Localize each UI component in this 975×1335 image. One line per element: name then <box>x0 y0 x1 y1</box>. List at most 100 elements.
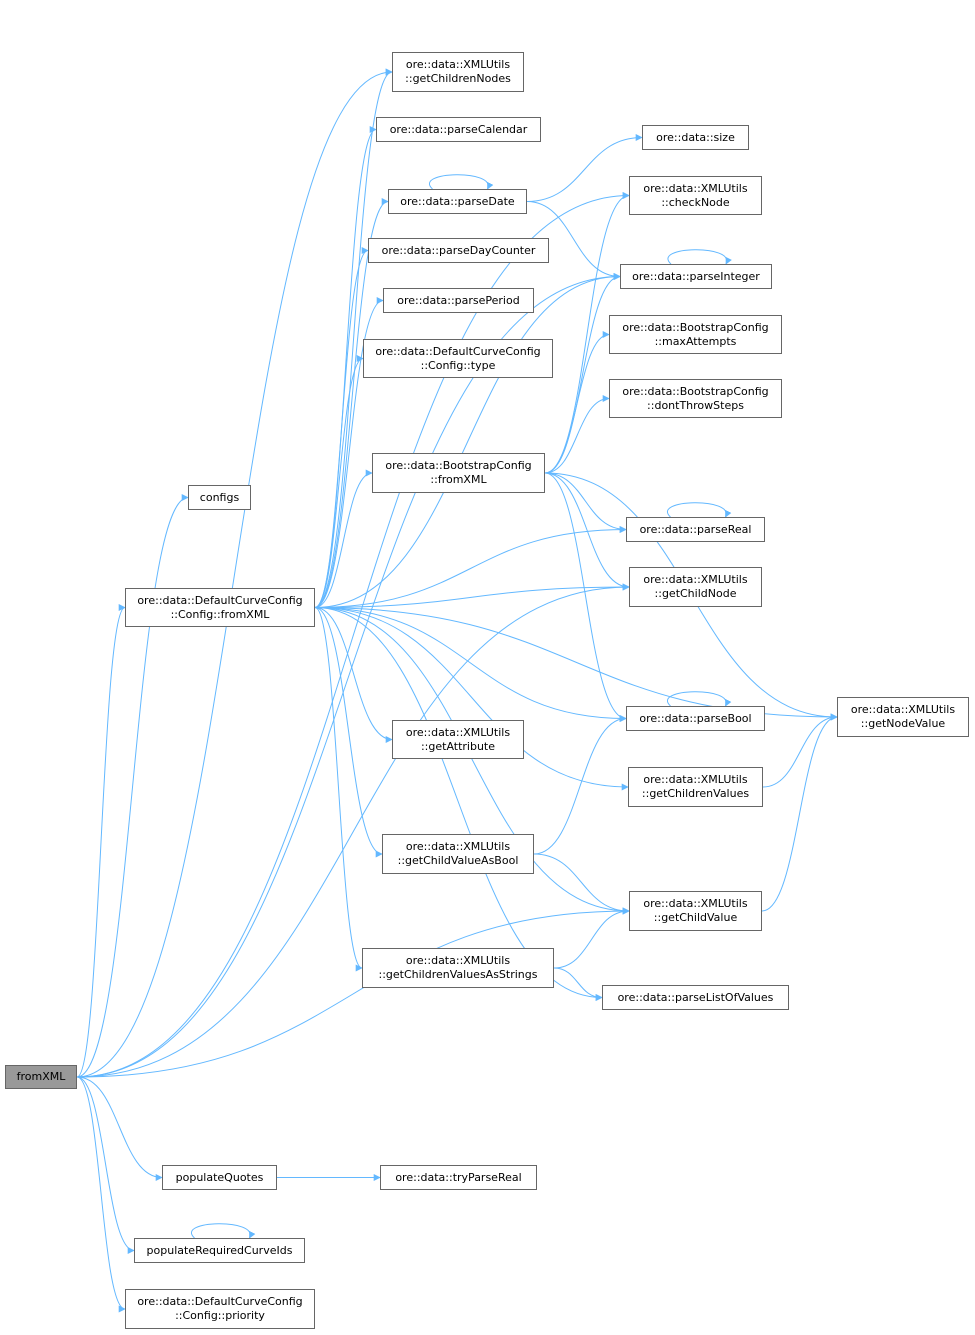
edge-dccFromXML-to-getChildValueAsBool <box>314 607 383 858</box>
edge-root-to-configs <box>76 494 189 1078</box>
edge-dccFromXML-to-parseInteger <box>314 273 621 608</box>
edge-dccFromXML-to-getAttribute <box>314 607 393 743</box>
node-get-children-nodes[interactable]: ore::data::XMLUtils::getChildrenNodes <box>392 52 524 92</box>
edge-bsFromXML-to-dontThrowSteps <box>544 395 610 474</box>
node-bs-from-x-m-l[interactable]: ore::data::BootstrapConfig::fromXML <box>372 453 545 493</box>
node-parse-real[interactable]: ore::data::parseReal <box>626 517 765 542</box>
edge-root-to-populateQuotes <box>76 1076 163 1181</box>
node-check-node[interactable]: ore::data::XMLUtils::checkNode <box>629 176 762 215</box>
node-max-attempts[interactable]: ore::data::BootstrapConfig::maxAttempts <box>609 315 782 354</box>
node-label: ::getChildrenValuesAsStrings <box>378 968 538 981</box>
node-label: ore::data::parseBool <box>639 711 752 725</box>
edge-dccFromXML-to-getChildrenValuesAsStrings <box>314 607 363 972</box>
node-label: ore::data::XMLUtils <box>643 573 748 586</box>
node-parse-integer[interactable]: ore::data::parseInteger <box>620 264 772 289</box>
node-label: ore::data::parseReal <box>639 522 752 536</box>
node-get-child-value-as-bool[interactable]: ore::data::XMLUtils::getChildValueAsBool <box>382 834 534 874</box>
node-label: ::Config::priority <box>175 1309 265 1322</box>
node-label: ::getChildValueAsBool <box>397 854 519 867</box>
node-label: ::getChildNode <box>654 587 737 600</box>
edge-dccFromXML-to-getChildrenNodes <box>314 68 393 608</box>
node-label: ore::data::parsePeriod <box>397 293 520 307</box>
edge-root-to-parseInteger <box>76 273 621 1078</box>
node-label: ::fromXML <box>430 473 487 486</box>
node-label: ::getAttribute <box>420 739 496 753</box>
node-dcc-from-x-m-l[interactable]: ore::data::DefaultCurveConfig::Config::f… <box>125 588 315 627</box>
node-label: ore::data::XMLUtils <box>643 897 748 910</box>
node-label: populateQuotes <box>175 1170 264 1184</box>
node-label: ::checkNode <box>661 195 730 209</box>
node-parse-list-of-values[interactable]: ore::data::parseListOfValues <box>602 985 789 1010</box>
edge-getChildrenValuesAsStrings-to-parseListOfValues <box>553 967 603 1001</box>
edge-getChildValue-to-getNodeValue <box>761 713 838 912</box>
node-label: ore::data::DefaultCurveConfig <box>137 593 303 607</box>
node-try-parse-real[interactable]: ore::data::tryParseReal <box>380 1165 537 1190</box>
edge-populateRequiredCurveIds-to-populateRequiredCurveIds <box>191 1223 256 1239</box>
edge-dccFromXML-to-parseBool <box>314 607 627 722</box>
node-size[interactable]: ore::data::size <box>642 125 749 150</box>
node-label: ore::data::parseInteger <box>632 269 760 283</box>
edge-root-to-populateRequiredCurveIds <box>76 1076 135 1254</box>
node-get-node-value[interactable]: ore::data::XMLUtils::getNodeValue <box>837 697 969 737</box>
node-label: ore::data::BootstrapConfig <box>622 320 769 334</box>
node-root[interactable]: fromXML <box>5 1065 77 1089</box>
node-get-child-node[interactable]: ore::data::XMLUtils::getChildNode <box>629 567 762 607</box>
edge-dccFromXML-to-bsFromXML <box>314 469 373 608</box>
node-parse-date[interactable]: ore::data::parseDate <box>388 189 527 214</box>
node-type[interactable]: ore::data::DefaultCurveConfig::Config::t… <box>363 339 553 378</box>
edge-dccFromXML-to-parseDayCounter <box>314 247 369 608</box>
edge-parseDate-to-size <box>526 134 643 202</box>
node-populate-quotes[interactable]: populateQuotes <box>162 1165 277 1190</box>
node-label: ::getChildValue <box>653 911 738 924</box>
edge-dccFromXML-to-getChildValue <box>314 607 630 915</box>
node-get-children-values-as-strings[interactable]: ore::data::XMLUtils::getChildrenValuesAs… <box>362 948 554 988</box>
node-label: ore::data::XMLUtils <box>405 954 511 967</box>
node-label: ::Config::type <box>420 358 496 372</box>
edge-root-to-getChildNode <box>76 583 630 1078</box>
node-parse-day-counter[interactable]: ore::data::parseDayCounter <box>368 238 549 263</box>
node-label: ore::data::BootstrapConfig <box>385 459 532 472</box>
node-label: ::Config::fromXML <box>170 607 270 621</box>
edge-parseInteger-to-parseInteger <box>667 249 732 265</box>
edge-dccFromXML-to-parsePeriod <box>314 297 384 608</box>
node-parse-bool[interactable]: ore::data::parseBool <box>626 706 765 731</box>
edge-parseDate-to-parseDate <box>429 174 494 190</box>
edge-getChildValueAsBool-to-parseBool <box>533 715 627 855</box>
node-label: ore::data::XMLUtils <box>405 58 511 71</box>
node-label: ::maxAttempts <box>654 334 737 348</box>
node-dont-throw-steps[interactable]: ore::data::BootstrapConfig::dontThrowSte… <box>609 379 782 418</box>
node-label: ::getChildrenValues <box>641 787 750 800</box>
node-label: ::getChildrenNodes <box>405 72 511 85</box>
edge-parseReal-to-parseReal <box>667 502 732 518</box>
node-label: ore::data::parseCalendar <box>389 122 528 136</box>
node-configs[interactable]: configs <box>188 485 251 510</box>
edge-root-to-priority <box>76 1076 126 1313</box>
node-populate-required-curve-ids[interactable]: populateRequiredCurveIds <box>134 1238 305 1263</box>
node-get-child-value[interactable]: ore::data::XMLUtils::getChildValue <box>629 891 762 931</box>
node-label: ore::data::parseDate <box>400 194 515 208</box>
edge-bsFromXML-to-parseInteger <box>544 273 621 474</box>
edge-dccFromXML-to-getChildrenValues <box>314 607 629 791</box>
node-label: ore::data::parseListOfValues <box>617 990 774 1004</box>
node-label: ore::data::XMLUtils <box>643 181 748 195</box>
edge-dccFromXML-to-type <box>314 355 364 608</box>
node-parse-period[interactable]: ore::data::parsePeriod <box>383 288 534 313</box>
edge-root-to-dccFromXML <box>76 604 126 1078</box>
node-label: ore::data::size <box>656 130 735 144</box>
edge-parseBool-to-parseBool <box>667 691 732 707</box>
node-label: ore::data::BootstrapConfig <box>622 384 769 398</box>
edge-root-to-getChildrenNodes <box>76 68 393 1078</box>
edge-bsFromXML-to-parseReal <box>544 472 627 533</box>
node-priority[interactable]: ore::data::DefaultCurveConfig::Config::p… <box>125 1289 315 1329</box>
node-label: ore::data::XMLUtils <box>850 703 956 716</box>
edge-dccFromXML-to-getChildNode <box>314 583 630 608</box>
edge-dccFromXML-to-parseDate <box>314 198 389 608</box>
edge-parseDate-to-parseInteger <box>526 201 621 280</box>
node-parse-calendar[interactable]: ore::data::parseCalendar <box>376 117 541 142</box>
edge-getChildrenValuesAsStrings-to-getChildValue <box>553 907 630 969</box>
edge-getChildValueAsBool-to-getChildValue <box>533 853 630 915</box>
node-get-attribute[interactable]: ore::data::XMLUtils::getAttribute <box>392 720 524 759</box>
node-get-children-values[interactable]: ore::data::XMLUtils::getChildrenValues <box>628 767 763 807</box>
node-label: ::getNodeValue <box>860 717 946 730</box>
